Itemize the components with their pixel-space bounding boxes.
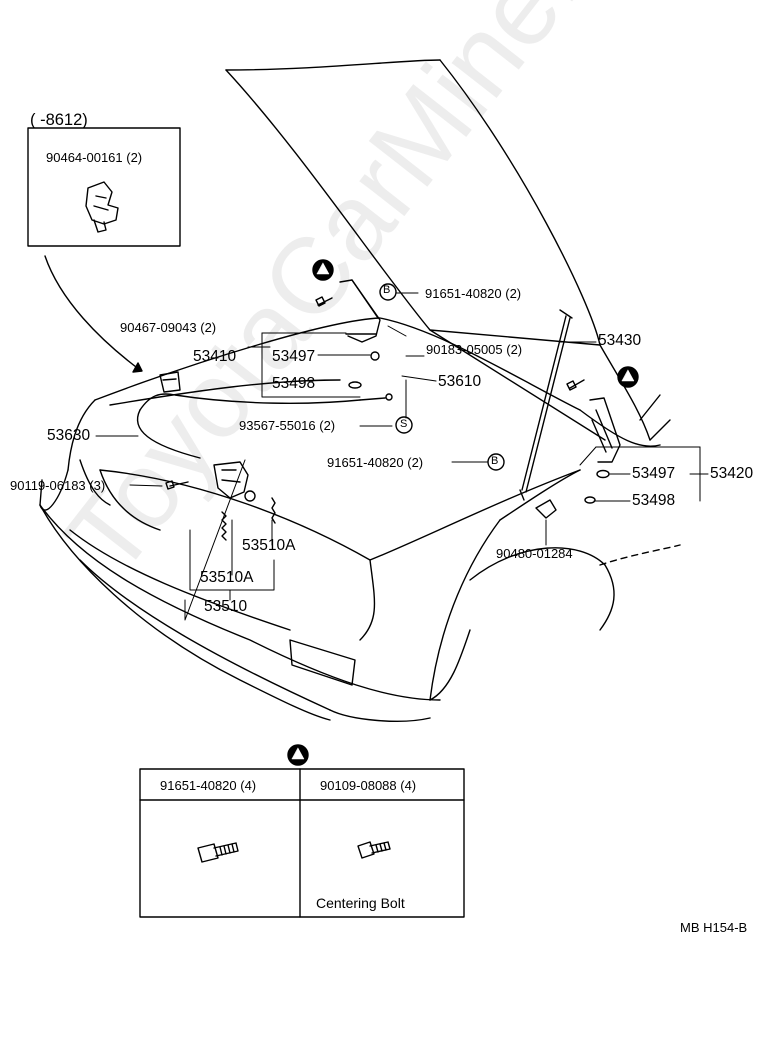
bolts xyxy=(165,296,585,519)
inset-part-label: 90464-00161 (2) xyxy=(46,150,143,165)
label-53610: 53610 xyxy=(438,373,482,390)
leader-lines xyxy=(95,292,709,621)
centering-bolt-icon xyxy=(357,841,391,859)
bolt-icon xyxy=(197,842,239,863)
triangle-marker-icon xyxy=(312,259,334,281)
label-53498-right: 53498 xyxy=(632,492,676,509)
marker-b-mid-letter: B xyxy=(491,455,499,467)
label-91651-top: 91651-40820 (2) xyxy=(425,286,522,301)
label-90467: 90467-09043 (2) xyxy=(120,320,217,335)
marker-s xyxy=(395,416,413,434)
label-53430: 53430 xyxy=(598,332,642,349)
label-91651-mid: 91651-40820 (2) xyxy=(327,455,424,470)
diagram-code: MB H154-B xyxy=(680,920,748,935)
label-90183: 90183-05005 (2) xyxy=(426,342,523,357)
inset-arrow xyxy=(44,255,141,371)
release-cable xyxy=(136,371,393,459)
label-93567: 93567-55016 (2) xyxy=(239,418,336,433)
marker-b-mid xyxy=(487,453,505,471)
marker-b-top-letter: B xyxy=(383,284,391,296)
label-90119: 90119-06183 (3) xyxy=(10,478,106,493)
label-53497-left: 53497 xyxy=(272,348,316,365)
label-53420: 53420 xyxy=(710,465,754,482)
label-53510: 53510 xyxy=(204,598,248,615)
bolt-table xyxy=(139,768,465,918)
triangle-marker-icon xyxy=(287,744,309,766)
inset-range-label: ( -8612) xyxy=(30,111,88,129)
marker-b-top xyxy=(379,283,397,301)
left-hinge xyxy=(339,279,381,389)
table-col1-header: 91651-40820 (4) xyxy=(160,778,257,793)
label-53510A-a: 53510A xyxy=(242,537,296,554)
hood-clip-part xyxy=(85,181,119,233)
table-centering-note: Centering Bolt xyxy=(316,895,405,911)
car-body xyxy=(39,59,681,722)
hood-support-rod xyxy=(519,309,573,501)
label-53498-left: 53498 xyxy=(272,375,316,392)
inset-box xyxy=(27,127,181,247)
label-53630: 53630 xyxy=(47,427,91,444)
label-53510A-b: 53510A xyxy=(200,569,254,586)
label-53410: 53410 xyxy=(193,348,237,365)
marker-s-letter: S xyxy=(400,418,408,430)
label-53497-right: 53497 xyxy=(632,465,676,482)
triangle-marker-icon xyxy=(617,366,639,388)
right-hinge xyxy=(584,397,621,504)
hood-lock xyxy=(213,461,276,541)
table-col2-header: 90109-08088 (4) xyxy=(320,778,417,793)
label-90480: 90480-01284 xyxy=(496,546,573,561)
